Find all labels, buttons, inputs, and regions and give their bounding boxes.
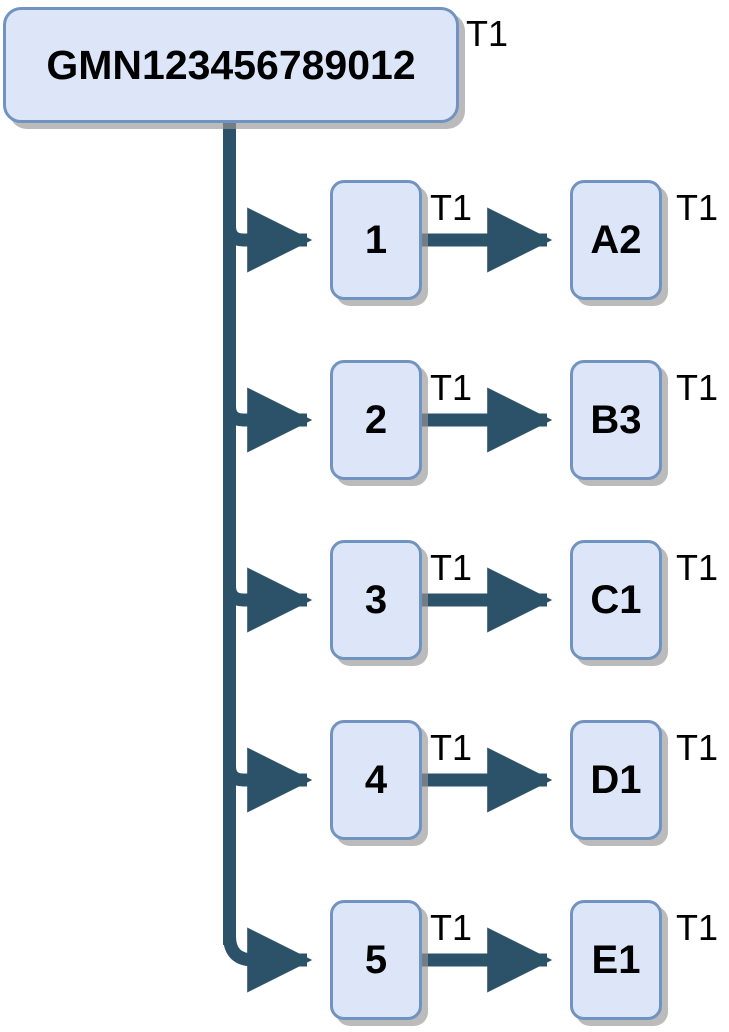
node-mid-4-label: 4: [364, 757, 388, 802]
edge-label-mid-4: T1: [430, 727, 473, 768]
node-leaf-3[interactable]: C1: [570, 540, 662, 660]
node-mid-1-label: 1: [364, 217, 388, 262]
node-mid-1[interactable]: 1: [330, 180, 422, 300]
node-leaf-1[interactable]: A2: [570, 180, 662, 300]
node-leaf-3-label: C1: [590, 577, 642, 622]
edge-label-leaf-1: T1: [676, 187, 719, 228]
edge-label-leaf-5: T1: [676, 907, 719, 948]
node-leaf-1-label: A2: [590, 217, 642, 262]
node-leaf-2-label: B3: [590, 397, 642, 442]
node-root[interactable]: GMN123456789012: [3, 7, 459, 123]
node-mid-4[interactable]: 4: [330, 720, 422, 840]
node-leaf-2[interactable]: B3: [570, 360, 662, 480]
branch-elbow-1: [223, 200, 313, 273]
node-mid-3[interactable]: 3: [330, 540, 422, 660]
branch-elbow-2: [223, 380, 313, 453]
node-mid-5[interactable]: 5: [330, 900, 422, 1020]
node-leaf-5[interactable]: E1: [570, 900, 662, 1020]
node-leaf-5-label: E1: [591, 937, 641, 982]
edge-label-leaf-4: T1: [676, 727, 719, 768]
edge-label-mid-2: T1: [430, 367, 473, 408]
edge-label-mid-1: T1: [430, 187, 473, 228]
edge-label-leaf-2: T1: [676, 367, 719, 408]
edge-label-root: T1: [466, 13, 509, 54]
edge-label-leaf-3: T1: [676, 547, 719, 588]
node-mid-5-label: 5: [364, 937, 388, 982]
node-leaf-4-label: D1: [590, 757, 642, 802]
node-mid-2[interactable]: 2: [330, 360, 422, 480]
node-mid-3-label: 3: [364, 577, 388, 622]
branch-elbow-5: [223, 900, 313, 993]
branch-elbow-3: [223, 560, 313, 633]
edge-label-mid-5: T1: [430, 907, 473, 948]
node-mid-2-label: 2: [364, 397, 388, 442]
edge-label-mid-3: T1: [430, 547, 473, 588]
node-leaf-4[interactable]: D1: [570, 720, 662, 840]
node-root-label: GMN123456789012: [46, 41, 416, 88]
branch-elbow-4: [223, 740, 313, 813]
